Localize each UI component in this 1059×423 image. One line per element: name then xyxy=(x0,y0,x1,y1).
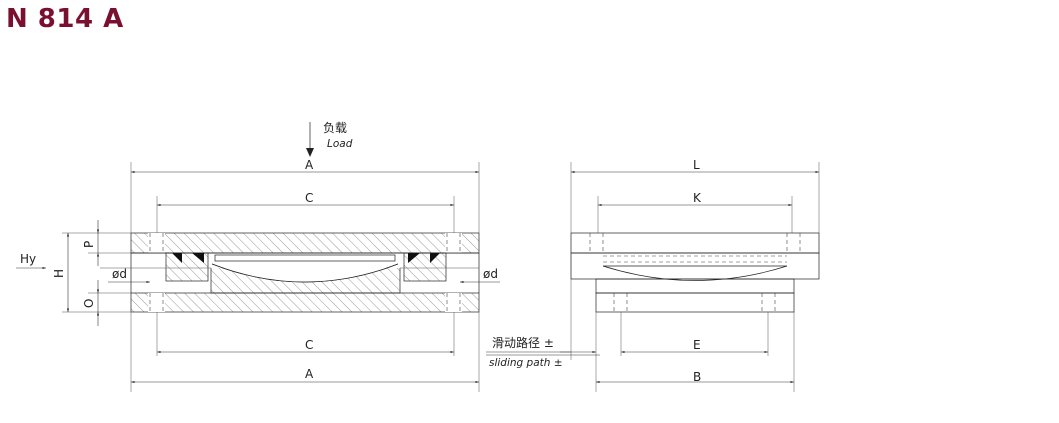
sliding-path-label-en: sliding path ± xyxy=(489,357,563,369)
dim-a-bottom: A xyxy=(305,367,314,381)
right-guide xyxy=(403,252,447,282)
dim-e: E xyxy=(693,338,701,352)
dim-c-bottom: C xyxy=(305,338,313,352)
load-label-cn: 负载 xyxy=(323,121,347,135)
dim-p: P xyxy=(82,241,96,248)
dim-h: H xyxy=(52,269,66,278)
dim-bolt-right: ød xyxy=(483,267,498,281)
bearing-section-view xyxy=(100,232,480,313)
base-plate-hatch xyxy=(131,293,479,312)
dim-o: O xyxy=(82,299,96,308)
dim-hy: Hy xyxy=(20,252,36,266)
left-guide xyxy=(165,252,209,282)
load-indicator: 负载 Load xyxy=(306,121,353,157)
sliding-path-label-cn: 滑动路径 ± xyxy=(492,335,554,350)
side-lower-block xyxy=(595,278,795,294)
left-dimensions: A C C A P O H Hy ød ød xyxy=(16,158,500,392)
dim-c-top: C xyxy=(305,191,313,205)
bearing-side-view xyxy=(570,232,820,313)
side-top-plate xyxy=(570,232,820,254)
side-base-plate xyxy=(595,292,795,313)
right-dimensions: L K E B 滑动路径 ± sliding path ± xyxy=(486,158,820,392)
load-arrow-icon xyxy=(306,148,314,157)
side-convex-surface xyxy=(602,265,788,281)
load-label-en: Load xyxy=(327,138,353,150)
dim-bolt-left: ød xyxy=(112,267,127,281)
dim-k: K xyxy=(693,191,702,205)
dim-l: L xyxy=(693,158,700,172)
dim-a-top: A xyxy=(305,158,314,172)
top-plate-hatch xyxy=(131,233,479,253)
page-title: N 814 A xyxy=(6,4,124,34)
base-plate xyxy=(130,292,480,313)
dim-b: B xyxy=(693,370,701,384)
sliding-plate xyxy=(214,254,396,262)
